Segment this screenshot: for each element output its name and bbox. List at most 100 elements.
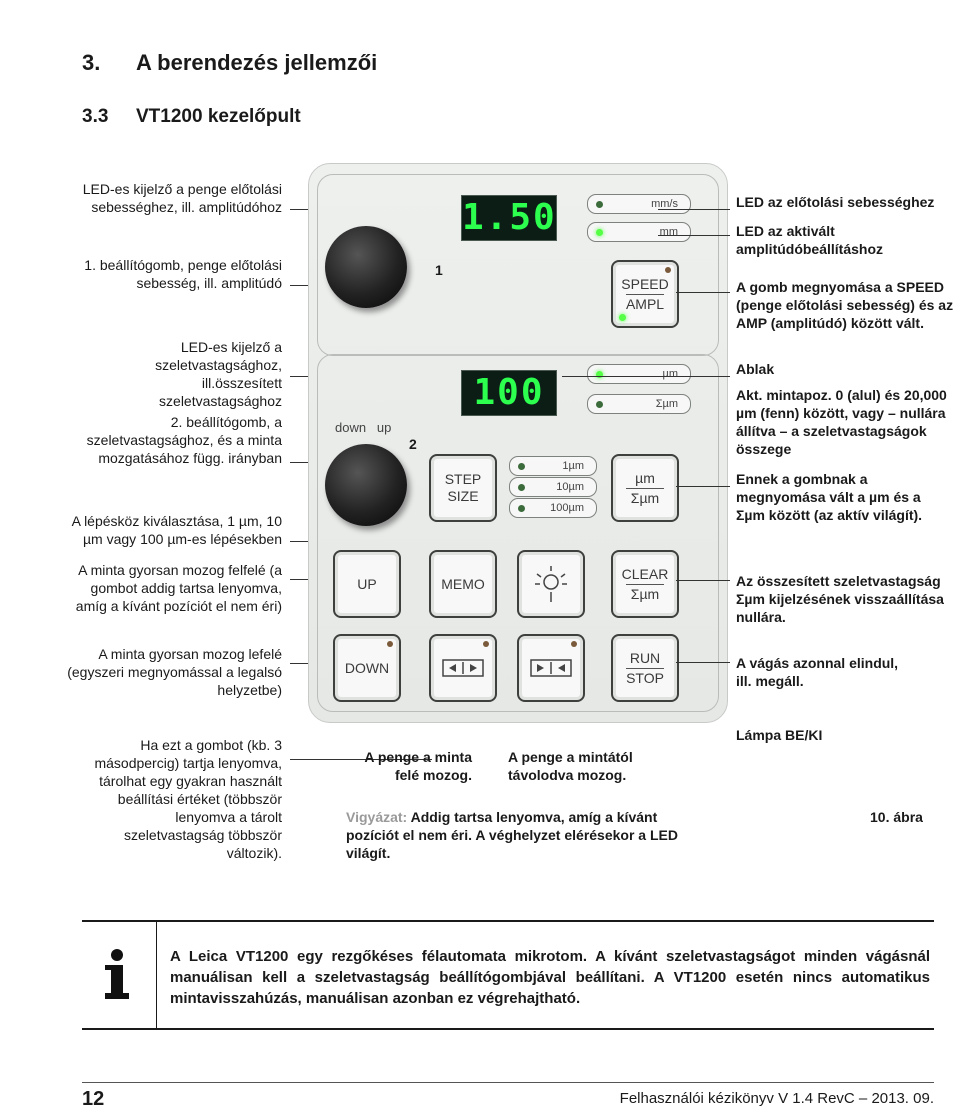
clear-sum-label: Σµm xyxy=(631,586,659,603)
led-indicator xyxy=(518,505,525,512)
page-number: 12 xyxy=(82,1088,104,1111)
control-panel: 1.50 100 1 2 down up mm/s mm µm Σµm 1µm … xyxy=(308,163,728,723)
label-clear-button: Az összesített szeletvastagság Σµm kijel… xyxy=(736,572,958,626)
figure-label: 10. ábra xyxy=(870,808,923,826)
led-indicator xyxy=(596,201,603,208)
leader-line xyxy=(676,486,730,487)
memo-button[interactable]: MEMO xyxy=(429,550,497,618)
step-10um-label: 10µm xyxy=(556,481,584,493)
chapter-title: A berendezés jellemzői xyxy=(136,50,377,75)
knob-2[interactable] xyxy=(325,444,407,526)
run-label: RUN xyxy=(630,650,660,667)
led-sum: Σµm xyxy=(587,394,691,414)
leader-line xyxy=(658,209,730,210)
label-run-stop: A vágás azonnal elindul, ill. megáll. xyxy=(736,654,916,690)
thickness-display: 100 xyxy=(461,370,557,416)
um-sum-button[interactable]: µm Σµm xyxy=(611,454,679,522)
panel-number-1: 1 xyxy=(435,262,443,278)
led-mms: mm/s xyxy=(587,194,691,214)
leader-line xyxy=(676,292,730,293)
um-label: µm xyxy=(635,470,655,487)
led-indicator xyxy=(483,641,489,647)
run-stop-button[interactable]: RUN STOP xyxy=(611,634,679,702)
ampl-label: AMPL xyxy=(626,296,664,313)
led-mm: mm xyxy=(587,222,691,242)
step-1um-label: 1µm xyxy=(562,460,584,472)
led-indicator xyxy=(387,641,393,647)
step-10um: 10µm xyxy=(509,477,597,497)
led-indicator xyxy=(596,229,603,236)
warning-note: Vigyázat: Addig tartsa lenyomva, amíg a … xyxy=(346,808,696,862)
label-up-button: A minta gyorsan mozog felfelé (a gombot … xyxy=(60,561,282,615)
sum-label: Σµm xyxy=(631,490,659,507)
chapter-number: 3. xyxy=(82,50,136,76)
knob-1[interactable] xyxy=(325,226,407,308)
warning-prefix: Vigyázat: xyxy=(346,809,407,825)
step-label: STEP xyxy=(445,471,482,488)
size-label: SIZE xyxy=(447,488,478,505)
blade-backward-button[interactable] xyxy=(517,634,585,702)
label-blade-backward: A penge a mintától távolodva mozog. xyxy=(508,748,698,784)
lamp-button[interactable] xyxy=(517,550,585,618)
section-number: 3.3 xyxy=(82,106,136,128)
led-indicator xyxy=(665,267,671,273)
down-up-label: down up xyxy=(335,420,391,435)
up-label: UP xyxy=(357,576,376,593)
speed-ampl-button[interactable]: SPEED AMPL xyxy=(611,260,679,328)
led-um: µm xyxy=(587,364,691,384)
step-size-button[interactable]: STEP SIZE xyxy=(429,454,497,522)
step-100um-label: 100µm xyxy=(550,502,584,514)
label-led-thickness-display: LED-es kijelző a szeletvastagsághoz, ill… xyxy=(82,338,282,410)
chapter-heading: 3.A berendezés jellemzői xyxy=(82,50,377,76)
label-step-select: A lépésköz kiválasztása, 1 µm, 10 µm vag… xyxy=(54,512,282,548)
label-knob-2: 2. beállítógomb, a szeletvastagsághoz, é… xyxy=(82,413,282,467)
down-label: DOWN xyxy=(345,660,389,677)
leader-line xyxy=(562,376,730,377)
leader-line xyxy=(676,580,730,581)
led-indicator xyxy=(619,314,626,321)
led-um-label: µm xyxy=(662,368,678,380)
label-blade-forward: A penge a minta felé mozog. xyxy=(340,748,472,784)
down-button[interactable]: DOWN xyxy=(333,634,401,702)
panel-number-2: 2 xyxy=(409,436,417,452)
label-led-amplitude: LED az aktivált amplitúdóbeállításhoz xyxy=(736,222,926,258)
info-box: A Leica VT1200 egy rezgőkéses félautomat… xyxy=(82,920,934,1030)
led-indicator xyxy=(596,401,603,408)
info-separator xyxy=(156,922,157,1028)
info-i-icon xyxy=(82,922,152,1028)
memo-label: MEMO xyxy=(441,576,485,593)
speed-label: SPEED xyxy=(621,276,668,293)
clear-label: CLEAR xyxy=(622,566,669,583)
clear-button[interactable]: CLEAR Σµm xyxy=(611,550,679,618)
label-led-speed-display: LED-es kijelző a penge előtolási sebessé… xyxy=(82,180,282,216)
info-text: A Leica VT1200 egy rezgőkéses félautomat… xyxy=(170,946,930,1009)
document-footer: Felhasználói kézikönyv V 1.4 RevC – 2013… xyxy=(620,1090,934,1107)
label-um-sum-button: Ennek a gombnak a megnyomása vált a µm é… xyxy=(736,470,946,524)
blade-backward-icon xyxy=(529,657,573,679)
footer-rule xyxy=(82,1082,934,1083)
label-lamp: Lámpa BE/KI xyxy=(736,726,856,744)
blade-forward-button[interactable] xyxy=(429,634,497,702)
lamp-icon xyxy=(531,562,571,606)
stop-label: STOP xyxy=(626,670,664,687)
leader-line xyxy=(676,662,730,663)
step-100um: 100µm xyxy=(509,498,597,518)
label-down-button: A minta gyorsan mozog lefelé (egyszeri m… xyxy=(60,645,282,699)
led-indicator xyxy=(518,484,525,491)
led-indicator xyxy=(571,641,577,647)
blade-forward-icon xyxy=(441,657,485,679)
leader-line xyxy=(658,235,730,236)
led-indicator xyxy=(518,463,525,470)
speed-display: 1.50 xyxy=(461,195,557,241)
label-speed-ampl-button: A gomb megnyomása a SPEED (penge előtolá… xyxy=(736,278,958,332)
led-sum-label: Σµm xyxy=(656,398,678,410)
label-position: Akt. mintapoz. 0 (alul) és 20,000 µm (fe… xyxy=(736,386,958,458)
step-1um: 1µm xyxy=(509,456,597,476)
label-led-speed: LED az előtolási sebességhez xyxy=(736,193,956,211)
up-button[interactable]: UP xyxy=(333,550,401,618)
led-mm-label: mm xyxy=(660,226,678,238)
label-knob-1: 1. beállítógomb, penge előtolási sebessé… xyxy=(82,256,282,292)
label-memo-button: Ha ezt a gombot (kb. 3 másodpercig) tart… xyxy=(92,736,282,862)
section-title: VT1200 kezelőpult xyxy=(136,106,301,127)
